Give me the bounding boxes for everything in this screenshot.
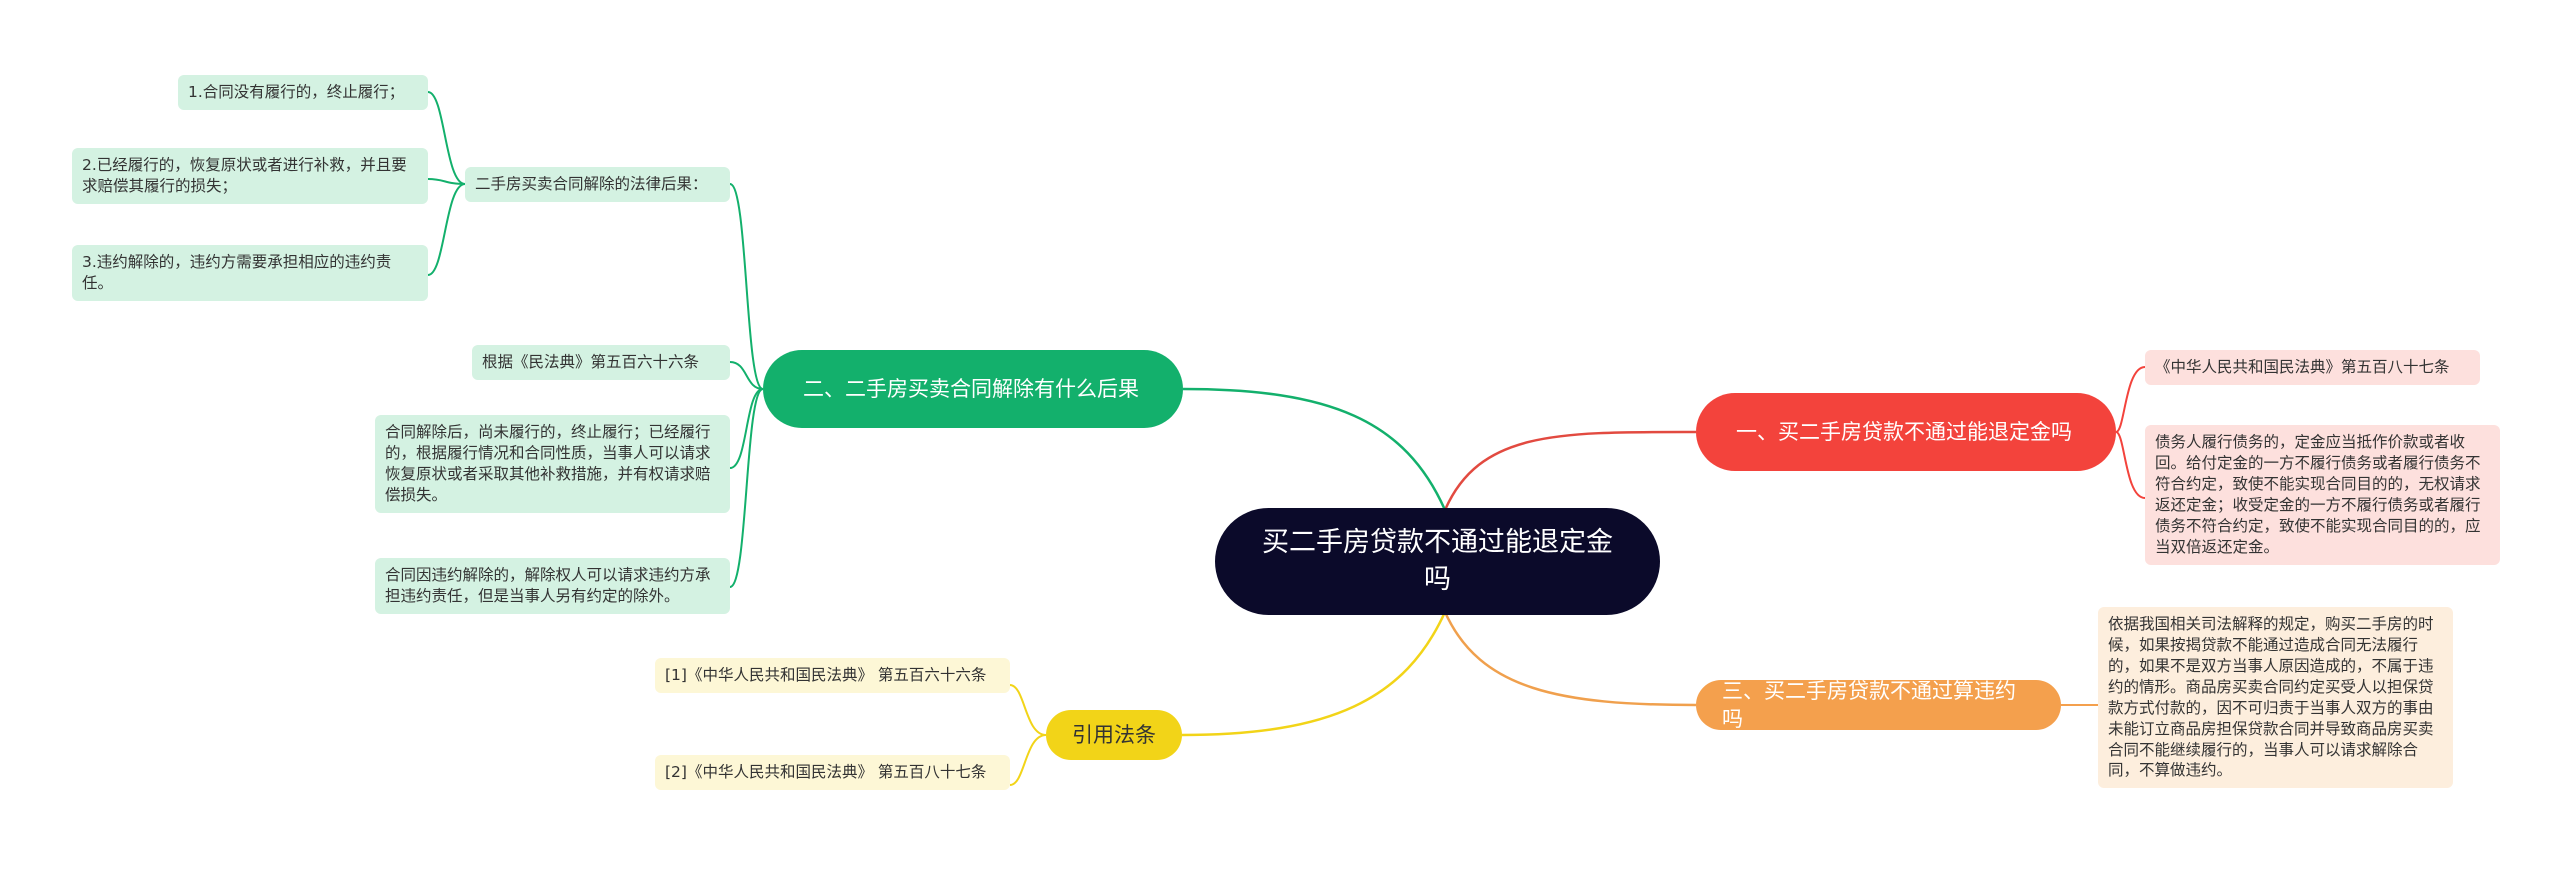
branch-2-node[interactable]: 二、二手房买卖合同解除有什么后果	[763, 350, 1183, 428]
leaf-text: 3.违约解除的，违约方需要承担相应的违约责任。	[82, 253, 392, 292]
branch-1-child-2[interactable]: 债务人履行债务的，定金应当抵作价款或者收回。给付定金的一方不履行债务或者履行债务…	[2145, 425, 2500, 565]
connector-root-b1	[1443, 430, 1697, 511]
leaf-text: 2.已经履行的，恢复原状或者进行补救，并且要求赔偿其履行的损失；	[82, 156, 407, 195]
connector-b1-c2	[2115, 431, 2146, 499]
connector-root-b2	[1182, 387, 1447, 511]
branch-3-child-1[interactable]: 依据我国相关司法解释的规定，购买二手房的时候，如果按揭贷款不能通过造成合同无法履…	[2098, 607, 2453, 789]
connector-sub-c2	[427, 178, 466, 185]
leaf-text: [1]《中华人民共和国民法典》 第五百六十六条	[665, 666, 987, 684]
connector-b4-c1	[1009, 684, 1047, 736]
connector-b2-sub	[729, 183, 764, 390]
connector-sub-c1	[427, 91, 466, 185]
leaf-text: [2]《中华人民共和国民法典》 第五百八十七条	[665, 763, 987, 781]
branch-3-node[interactable]: 三、买二手房贷款不通过算违约吗	[1696, 679, 2061, 731]
branch-2-child-2[interactable]: 合同解除后，尚未履行的，终止履行；已经履行的，根据履行情况和合同性质，当事人可以…	[375, 415, 730, 513]
branch-2-sub-node[interactable]: 二手房买卖合同解除的法律后果：	[465, 167, 730, 202]
leaf-text: 《中华人民共和国民法典》第五百八十七条	[2155, 358, 2450, 376]
leaf-text: 1.合同没有履行的，终止履行；	[188, 83, 405, 101]
leaf-text: 二手房买卖合同解除的法律后果：	[475, 175, 708, 193]
branch-4-child-2[interactable]: [2]《中华人民共和国民法典》 第五百八十七条	[655, 755, 1010, 790]
connector-b1-c1	[2115, 366, 2146, 433]
leaf-text: 合同因违约解除的，解除权人可以请求违约方承担违约责任，但是当事人另有约定的除外。	[385, 566, 711, 605]
branch-2-sub-child-1[interactable]: 1.合同没有履行的，终止履行；	[178, 75, 428, 110]
connector-b2-c1	[729, 361, 764, 390]
leaf-text: 合同解除后，尚未履行的，终止履行；已经履行的，根据履行情况和合同性质，当事人可以…	[385, 423, 711, 504]
branch-3-label: 三、买二手房贷款不通过算违约吗	[1722, 678, 2016, 731]
root-node[interactable]: 买二手房贷款不通过能退定金吗	[1215, 508, 1660, 615]
branch-4-child-1[interactable]: [1]《中华人民共和国民法典》 第五百六十六条	[655, 658, 1010, 693]
connector-b2-c2	[729, 388, 764, 469]
branch-2-child-3[interactable]: 合同因违约解除的，解除权人可以请求违约方承担违约责任，但是当事人另有约定的除外。	[375, 558, 730, 614]
branch-2-sub-child-3[interactable]: 3.违约解除的，违约方需要承担相应的违约责任。	[72, 245, 428, 301]
leaf-text: 依据我国相关司法解释的规定，购买二手房的时候，如果按揭贷款不能通过造成合同无法履…	[2108, 615, 2434, 780]
branch-2-sub-child-2[interactable]: 2.已经履行的，恢复原状或者进行补救，并且要求赔偿其履行的损失；	[72, 148, 428, 204]
leaf-text: 债务人履行债务的，定金应当抵作价款或者收回。给付定金的一方不履行债务或者履行债务…	[2155, 433, 2481, 556]
branch-1-node[interactable]: 一、买二手房贷款不通过能退定金吗	[1696, 393, 2116, 471]
branch-2-label: 二、二手房买卖合同解除有什么后果	[803, 376, 1139, 401]
root-label: 买二手房贷款不通过能退定金吗	[1262, 527, 1613, 595]
branch-2-child-1[interactable]: 根据《民法典》第五百六十六条	[472, 345, 730, 380]
connector-sub-c3	[427, 183, 466, 276]
branch-4-label: 引用法条	[1072, 722, 1156, 747]
branch-4-node[interactable]: 引用法条	[1046, 710, 1182, 760]
connector-root-b4	[1181, 611, 1447, 737]
connector-b2-c3	[729, 388, 764, 588]
branch-1-child-1[interactable]: 《中华人民共和国民法典》第五百八十七条	[2145, 350, 2480, 385]
branch-1-label: 一、买二手房贷款不通过能退定金吗	[1736, 419, 2072, 444]
connector-b4-c2	[1009, 734, 1047, 786]
connector-root-b3	[1443, 611, 1697, 707]
leaf-text: 根据《民法典》第五百六十六条	[482, 353, 700, 371]
